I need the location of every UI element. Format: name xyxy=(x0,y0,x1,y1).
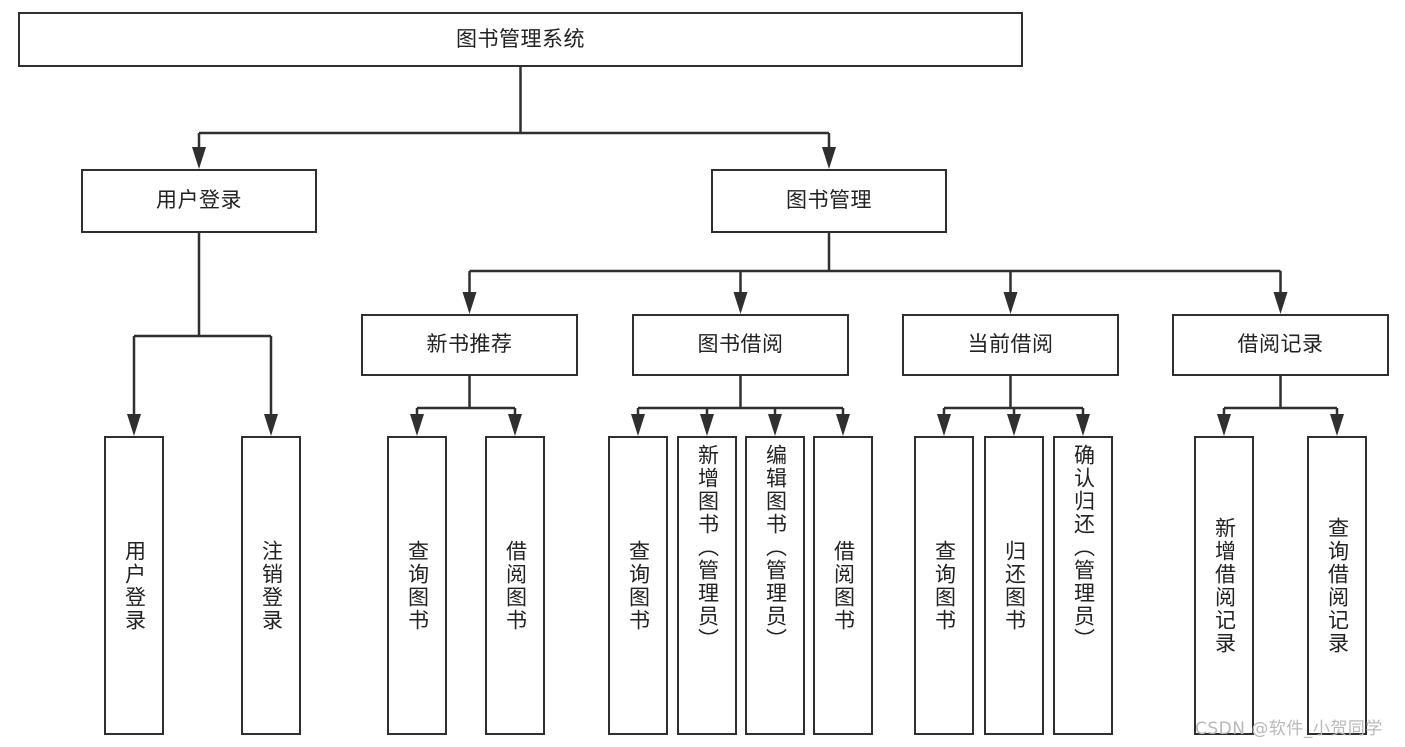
node-newbook[interactable]: 新书推荐 xyxy=(361,314,578,376)
arrow-head-records-2 xyxy=(1330,414,1344,436)
node-label-newbook-1: 查询图书 xyxy=(405,539,430,632)
node-bookmgmt[interactable]: 图书管理 xyxy=(711,169,947,233)
node-label-current-1: 查询图书 xyxy=(932,539,957,632)
node-borrow-2[interactable]: 新增图书（管理员） xyxy=(677,436,737,735)
node-current-1[interactable]: 查询图书 xyxy=(914,436,974,735)
arrow-head-login xyxy=(192,147,206,169)
arrow-head-newbook-2 xyxy=(508,414,522,436)
node-borrow[interactable]: 图书借阅 xyxy=(632,314,849,376)
arrow-head-current xyxy=(1003,292,1018,314)
node-label-borrow: 图书借阅 xyxy=(697,332,784,357)
arrow-head-borrow xyxy=(733,292,748,314)
node-records-2[interactable]: 查询借阅记录 xyxy=(1307,436,1367,735)
arrow-head-borrow-2 xyxy=(700,414,714,436)
node-newbook-1[interactable]: 查询图书 xyxy=(387,436,447,735)
node-label-borrow-3: 编辑图书（管理员） xyxy=(763,444,788,651)
node-newbook-2[interactable]: 借阅图书 xyxy=(485,436,545,735)
node-label-current-3: 确认归还（管理员） xyxy=(1071,444,1096,651)
node-label-login-1: 用户登录 xyxy=(122,539,147,632)
node-root[interactable]: 图书管理系统 xyxy=(18,12,1023,67)
node-label-login: 用户登录 xyxy=(156,188,242,213)
arrow-head-login-1 xyxy=(127,414,141,436)
node-current[interactable]: 当前借阅 xyxy=(902,314,1119,376)
node-current-3[interactable]: 确认归还（管理员） xyxy=(1053,436,1113,735)
arrow-head-newbook xyxy=(462,292,477,314)
watermark: CSDN @软件_小贺同学 xyxy=(1195,719,1383,739)
arrow-head-borrow-3 xyxy=(768,414,782,436)
arrow-head-borrow-1 xyxy=(631,414,645,436)
arrow-head-login-2 xyxy=(264,414,278,436)
node-label-borrow-2: 新增图书（管理员） xyxy=(695,444,720,651)
node-label-records: 借阅记录 xyxy=(1237,332,1324,357)
node-borrow-1[interactable]: 查询图书 xyxy=(608,436,668,735)
node-label-newbook: 新书推荐 xyxy=(426,332,513,357)
arrow-head-bookmgmt xyxy=(822,147,836,169)
node-login-2[interactable]: 注销登录 xyxy=(241,436,301,735)
arrow-head-current-2 xyxy=(1007,414,1021,436)
arrow-head-records xyxy=(1273,292,1288,314)
node-label-borrow-4: 借阅图书 xyxy=(831,539,856,632)
node-label-root: 图书管理系统 xyxy=(456,26,585,51)
arrow-head-newbook-1 xyxy=(410,414,424,436)
node-records[interactable]: 借阅记录 xyxy=(1172,314,1389,376)
node-label-bookmgmt: 图书管理 xyxy=(786,188,872,213)
node-label-records-2: 查询借阅记录 xyxy=(1325,516,1350,655)
node-label-current: 当前借阅 xyxy=(967,332,1054,357)
node-label-current-2: 归还图书 xyxy=(1002,539,1027,632)
arrow-head-current-1 xyxy=(937,414,951,436)
node-label-login-2: 注销登录 xyxy=(259,539,284,632)
node-login[interactable]: 用户登录 xyxy=(81,169,317,233)
node-label-newbook-2: 借阅图书 xyxy=(503,539,528,632)
node-current-2[interactable]: 归还图书 xyxy=(984,436,1044,735)
node-borrow-3[interactable]: 编辑图书（管理员） xyxy=(745,436,805,735)
node-records-1[interactable]: 新增借阅记录 xyxy=(1194,436,1254,735)
arrow-head-records-1 xyxy=(1217,414,1231,436)
arrow-head-current-3 xyxy=(1076,414,1090,436)
node-login-1[interactable]: 用户登录 xyxy=(104,436,164,735)
node-label-records-1: 新增借阅记录 xyxy=(1212,516,1237,655)
node-borrow-4[interactable]: 借阅图书 xyxy=(813,436,873,735)
node-label-borrow-1: 查询图书 xyxy=(626,539,651,632)
arrow-head-borrow-4 xyxy=(836,414,850,436)
